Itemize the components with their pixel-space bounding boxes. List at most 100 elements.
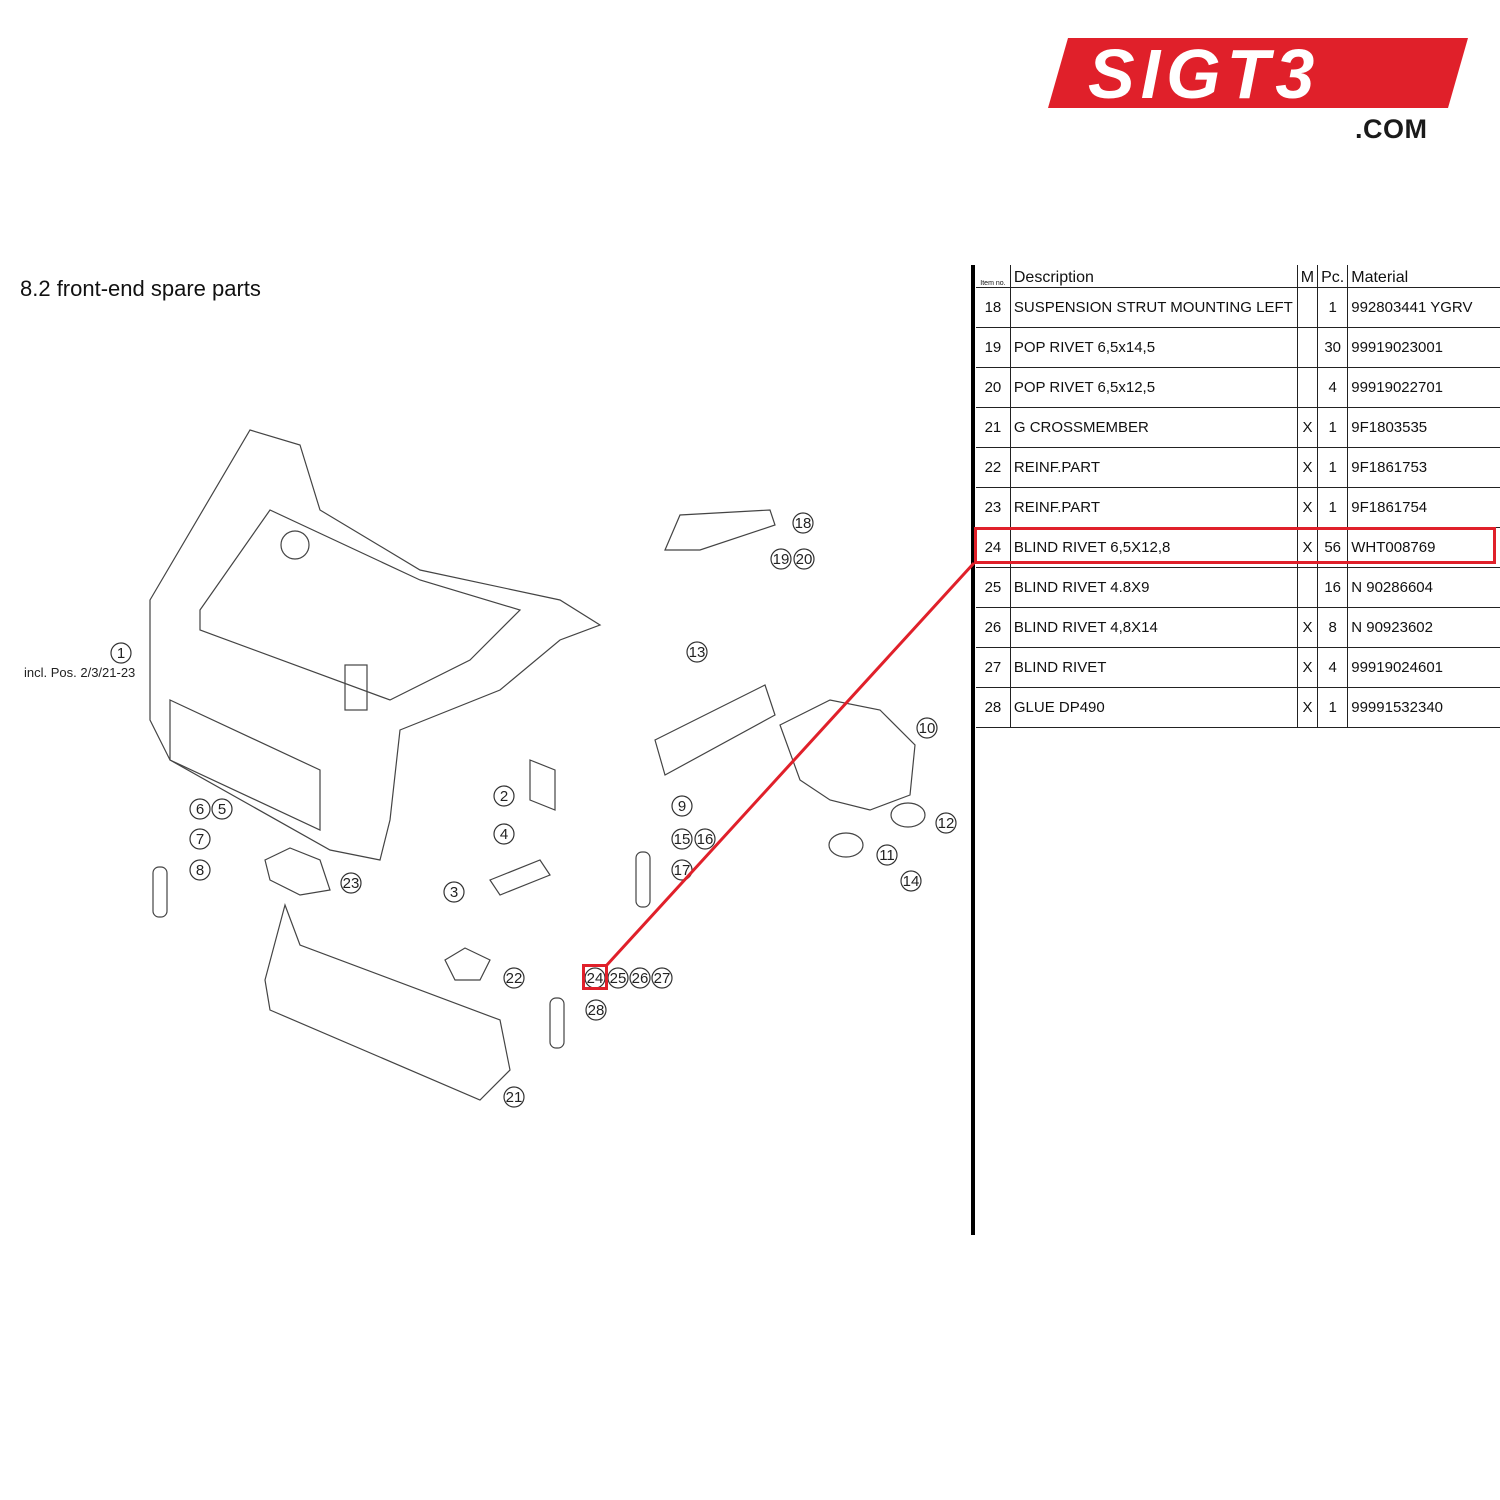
callout-circle-7 xyxy=(189,828,211,850)
callout-circle-26 xyxy=(629,967,651,989)
callout-circle-3 xyxy=(443,881,465,903)
cell-item: 18 xyxy=(976,287,1011,328)
callout-label-6: 6 xyxy=(196,801,204,818)
cell-item: 23 xyxy=(976,487,1011,528)
callout-label-15: 15 xyxy=(674,831,691,848)
cell-m xyxy=(1297,327,1319,368)
cell-pc: 1 xyxy=(1317,447,1349,488)
incl-note: incl. Pos. 2/3/21-23 xyxy=(24,665,135,680)
cell-m: X xyxy=(1297,447,1319,488)
cell-pc: 30 xyxy=(1317,327,1349,368)
bracket-part-9 xyxy=(654,684,776,776)
header-description: Description xyxy=(1010,265,1298,288)
cell-material: 9F1861754 xyxy=(1347,487,1500,528)
callout-circle-8 xyxy=(189,859,211,881)
cell-material: N 90286604 xyxy=(1347,567,1500,608)
cell-m: X xyxy=(1297,687,1319,728)
cell-pc: 8 xyxy=(1317,607,1349,648)
callout-label-21: 21 xyxy=(506,1089,523,1106)
cell-item: 19 xyxy=(976,327,1011,368)
callout-circle-21 xyxy=(503,1086,525,1108)
callout-circle-6 xyxy=(189,798,211,820)
cell-material: 9F1861753 xyxy=(1347,447,1500,488)
callout-circle-22 xyxy=(503,967,525,989)
callout-label-1: 1 xyxy=(117,645,125,662)
page-title: 8.2 front-end spare parts xyxy=(20,276,261,301)
cell-pc: 1 xyxy=(1317,487,1349,528)
callout-circle-4 xyxy=(493,823,515,845)
cell-m: X xyxy=(1297,487,1319,528)
cell-m: X xyxy=(1297,607,1319,648)
callout-label-2: 2 xyxy=(500,788,508,805)
cell-material: 992803441 YGRV xyxy=(1347,287,1500,328)
reinf-part-23 xyxy=(264,847,331,896)
cell-pc: 1 xyxy=(1317,287,1349,328)
callout-label-4: 4 xyxy=(500,826,508,843)
callout-label-13: 13 xyxy=(689,644,706,661)
callout-circle-5 xyxy=(211,798,233,820)
cell-description: G CROSSMEMBER xyxy=(1010,407,1298,448)
cell-pc: 1 xyxy=(1317,687,1349,728)
cell-description: POP RIVET 6,5x12,5 xyxy=(1010,367,1298,408)
cell-description: REINF.PART xyxy=(1010,447,1298,488)
cell-description: GLUE DP490 xyxy=(1010,687,1298,728)
callout-label-17: 17 xyxy=(674,862,691,879)
callout-label-7: 7 xyxy=(196,831,204,848)
callout-circle-28 xyxy=(585,999,607,1021)
callout-label-10: 10 xyxy=(919,720,936,737)
cell-description: BLIND RIVET 4,8X14 xyxy=(1010,607,1298,648)
panel-part-10 xyxy=(779,699,916,811)
callout-circle-2 xyxy=(493,785,515,807)
callout-label-5: 5 xyxy=(218,801,226,818)
callout-circle-18 xyxy=(792,512,814,534)
cell-material: N 90923602 xyxy=(1347,607,1500,648)
callout-label-20: 20 xyxy=(796,551,813,568)
cell-item: 21 xyxy=(976,407,1011,448)
callout-label-24: 24 xyxy=(587,970,604,987)
header-pc: Pc. xyxy=(1317,265,1349,288)
header-material: Material xyxy=(1347,265,1500,288)
callout-label-8: 8 xyxy=(196,862,204,879)
header-m: M xyxy=(1297,265,1319,288)
reinf-part-22 xyxy=(444,947,491,981)
cell-m xyxy=(1297,367,1319,408)
cell-pc: 1 xyxy=(1317,407,1349,448)
cell-description: BLIND RIVET 4.8X9 xyxy=(1010,567,1298,608)
cell-pc: 4 xyxy=(1317,647,1349,688)
cell-item: 28 xyxy=(976,687,1011,728)
cell-material: 99919023001 xyxy=(1347,327,1500,368)
cell-material: 9F1803535 xyxy=(1347,407,1500,448)
highlighted-row-box xyxy=(974,527,1496,564)
frame-part xyxy=(149,429,602,861)
callout-label-25: 25 xyxy=(610,970,627,987)
cell-item: 22 xyxy=(976,447,1011,488)
crossmember-part xyxy=(264,903,511,1101)
callout-label-12: 12 xyxy=(938,815,955,832)
callout-label-23: 23 xyxy=(343,875,360,892)
highlighted-callout-box xyxy=(582,964,608,990)
callout-label-22: 22 xyxy=(506,970,523,987)
cell-pc: 16 xyxy=(1317,567,1349,608)
callout-label-14: 14 xyxy=(903,873,920,890)
callout-circle-1 xyxy=(110,642,132,664)
cell-m xyxy=(1297,287,1319,328)
cell-item: 27 xyxy=(976,647,1011,688)
callout-label-18: 18 xyxy=(795,515,812,532)
cell-m xyxy=(1297,567,1319,608)
callout-circle-27 xyxy=(651,967,673,989)
cell-pc: 4 xyxy=(1317,367,1349,408)
logo-brand-text: SIGT3 xyxy=(1088,35,1320,113)
